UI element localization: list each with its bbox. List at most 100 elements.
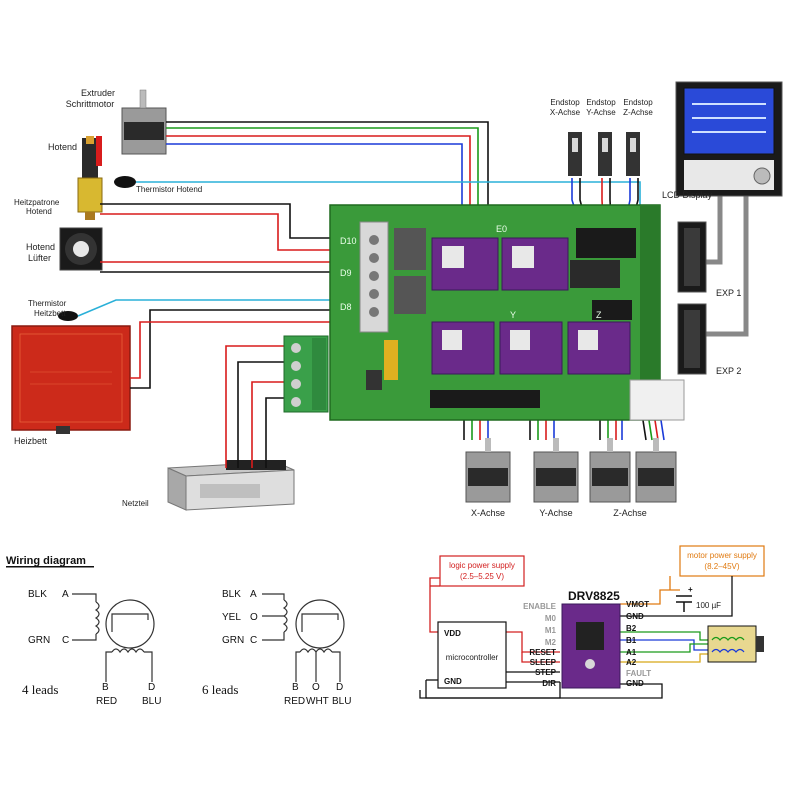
mcu-gnd: GND bbox=[444, 677, 462, 686]
svg-text:GND: GND bbox=[626, 679, 644, 688]
capacitor bbox=[676, 595, 692, 612]
svg-text:VMOT: VMOT bbox=[626, 600, 649, 609]
endstop-x-label-1: Endstop bbox=[550, 98, 580, 107]
heater-label-2: Hotend bbox=[26, 207, 52, 216]
six-pin-o: O bbox=[250, 612, 258, 623]
heater-label-1: Heitzpatrone bbox=[14, 198, 60, 207]
power-supply bbox=[167, 460, 295, 511]
hotend bbox=[77, 136, 103, 220]
bipolar-motor-icon bbox=[707, 625, 764, 663]
logic-supply-label-1: logic power supply bbox=[449, 561, 515, 570]
driver-x bbox=[431, 321, 495, 375]
heatbed-label: Heizbett bbox=[14, 436, 48, 446]
svg-text:FAULT: FAULT bbox=[626, 669, 651, 678]
wiring-title: Wiring diagram bbox=[6, 555, 86, 567]
svg-text:M1: M1 bbox=[545, 626, 557, 635]
six-wire-blk: BLK bbox=[222, 589, 241, 600]
hotend-label: Hotend bbox=[48, 142, 77, 152]
four-leads-caption: 4 leads bbox=[22, 682, 58, 697]
thermistor-hotend-label: Thermistor Hotend bbox=[136, 185, 202, 194]
driver-y bbox=[499, 321, 563, 375]
six-wire-blu: BLU bbox=[332, 696, 351, 707]
logic-supply-box bbox=[439, 555, 525, 587]
svg-text:M2: M2 bbox=[545, 638, 557, 647]
svg-text:STEP: STEP bbox=[535, 668, 557, 677]
stepper-4-leads bbox=[72, 593, 155, 682]
six-leads-caption: 6 leads bbox=[202, 682, 238, 697]
motor-z1 bbox=[589, 438, 631, 503]
svg-text:A1: A1 bbox=[626, 648, 637, 657]
svg-text:GND: GND bbox=[626, 612, 644, 621]
axis-y-label: Y-Achse bbox=[539, 508, 572, 518]
four-wire-red: RED bbox=[96, 696, 117, 707]
endstop-y-label-2: Y-Achse bbox=[586, 108, 616, 117]
cap-plus: + bbox=[688, 585, 693, 594]
motor-supply-label-1: motor power supply bbox=[687, 551, 757, 560]
board-label-e0: E0 bbox=[496, 224, 507, 234]
six-wire-grn: GRN bbox=[222, 635, 244, 646]
motor-supply-box bbox=[679, 545, 765, 577]
endstop-x bbox=[568, 132, 582, 176]
power-terminal-block bbox=[283, 335, 329, 413]
drv-left-pins: ENABLE M0 M1 M2 RESET SLEEP STEP DIR bbox=[523, 602, 557, 688]
board-label-d10: D10 bbox=[340, 236, 357, 246]
svg-text:SLEEP: SLEEP bbox=[530, 658, 557, 667]
four-pin-b: B bbox=[102, 682, 109, 693]
lcd-display bbox=[675, 81, 783, 197]
thermistor-bed-label-1: Thermistor bbox=[28, 299, 67, 308]
board-label-d8: D8 bbox=[340, 302, 352, 312]
endstop-y-label-1: Endstop bbox=[586, 98, 616, 107]
fan-label-2: Lüfter bbox=[28, 253, 51, 263]
ramps-board bbox=[329, 204, 685, 421]
svg-text:M0: M0 bbox=[545, 614, 557, 623]
wiring-title-underline bbox=[6, 566, 94, 568]
microcontroller-box bbox=[437, 621, 507, 689]
extruder-label-2: Schrittmotor bbox=[66, 99, 115, 109]
board-label-z: Z bbox=[596, 310, 602, 320]
svg-text:ENABLE: ENABLE bbox=[523, 602, 557, 611]
endstop-y bbox=[598, 132, 612, 176]
six-wire-wht: WHT bbox=[306, 696, 329, 707]
four-pin-d: D bbox=[148, 682, 155, 693]
endstop-z bbox=[626, 132, 640, 176]
four-wire-grn: GRN bbox=[28, 635, 50, 646]
cap-label: 100 µF bbox=[696, 601, 721, 610]
driver-e1 bbox=[501, 237, 569, 291]
four-wire-blk: BLK bbox=[28, 589, 47, 600]
six-wire-yel: YEL bbox=[222, 612, 241, 623]
exp1-connector bbox=[677, 221, 707, 293]
exp2-label: EXP 2 bbox=[716, 366, 741, 376]
six-pin-c: C bbox=[250, 635, 257, 646]
endstop-z-label-1: Endstop bbox=[623, 98, 653, 107]
extruder-label-1: Extruder bbox=[81, 88, 115, 98]
hotend-fan bbox=[59, 227, 103, 271]
motor-y bbox=[533, 438, 579, 503]
thermistor-hotend-sensor bbox=[114, 176, 136, 188]
logic-supply-label-2: (2.5–5.25 V) bbox=[460, 572, 504, 581]
extruder-motor bbox=[121, 89, 167, 155]
six-pin-d: D bbox=[336, 682, 343, 693]
exp1-label: EXP 1 bbox=[716, 288, 741, 298]
driver-e0 bbox=[431, 237, 499, 291]
motor-supply-label-2: (8.2–45V) bbox=[704, 562, 739, 571]
heatbed bbox=[11, 325, 131, 434]
board-label-y: Y bbox=[510, 310, 516, 320]
axis-x-label: X-Achse bbox=[471, 508, 505, 518]
six-pin-b: B bbox=[292, 682, 299, 693]
mcu-vdd: VDD bbox=[444, 629, 461, 638]
motor-z2 bbox=[635, 438, 677, 503]
drv-title: DRV8825 bbox=[568, 589, 620, 603]
driver-z bbox=[567, 321, 631, 375]
four-pin-c: C bbox=[62, 635, 69, 646]
board-label-d9: D9 bbox=[340, 268, 352, 278]
svg-text:A2: A2 bbox=[626, 658, 637, 667]
svg-text:RESET: RESET bbox=[529, 648, 556, 657]
endstop-z-label-2: Z-Achse bbox=[623, 108, 653, 117]
svg-text:DIR: DIR bbox=[542, 679, 556, 688]
svg-text:B1: B1 bbox=[626, 636, 637, 645]
endstop-x-label-2: X-Achse bbox=[550, 108, 581, 117]
drv-wires bbox=[419, 576, 733, 699]
six-pin-a: A bbox=[250, 589, 257, 600]
mcu-name: microcontroller bbox=[446, 653, 499, 662]
